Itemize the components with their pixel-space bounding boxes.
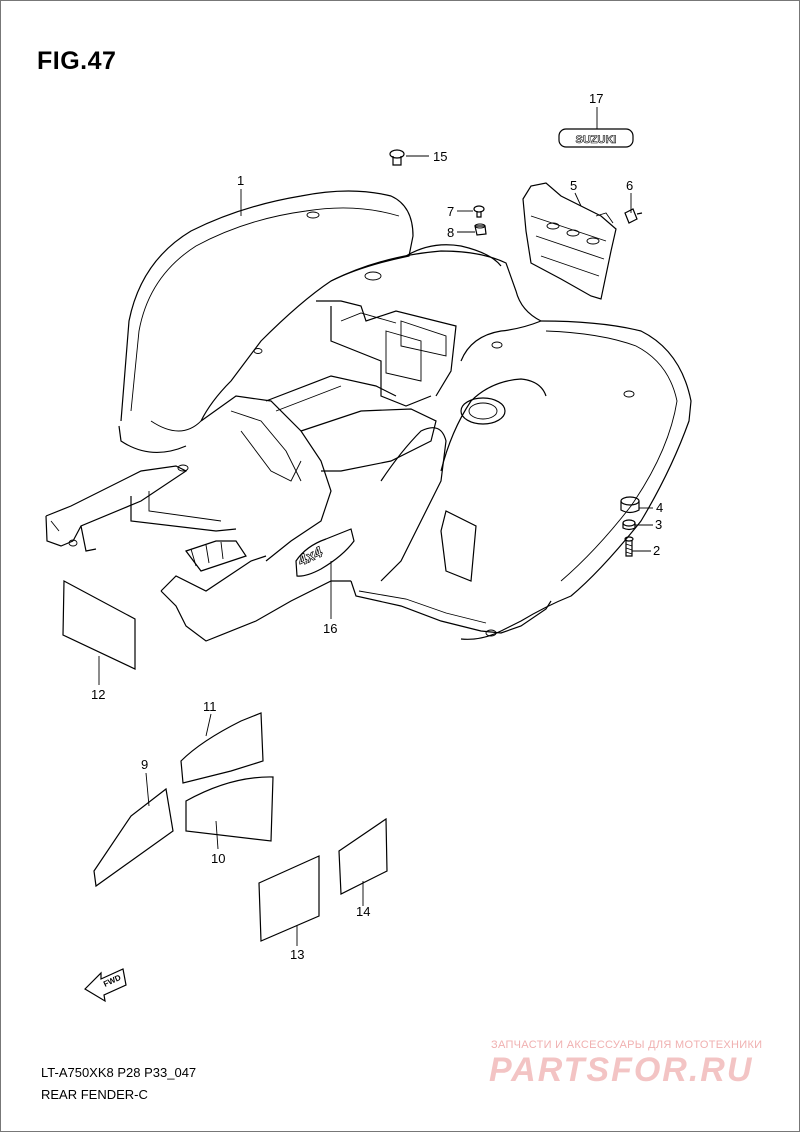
callout-1: 1 — [237, 173, 244, 188]
callout-14: 14 — [356, 904, 370, 919]
callout-17: 17 — [589, 91, 603, 106]
callout-7: 7 — [447, 204, 454, 219]
callout-3: 3 — [655, 517, 662, 532]
rear-fender-body: 4x4 — [45, 190, 692, 642]
section-name: REAR FENDER-C — [41, 1087, 148, 1102]
tail-light-bracket — [522, 182, 617, 300]
callout-11: 11 — [203, 699, 217, 714]
callout-4: 4 — [656, 500, 663, 515]
collar-3 — [622, 519, 636, 531]
callout-13: 13 — [290, 947, 304, 962]
model-code: LT-A750XK8 P28 P33_047 — [41, 1065, 197, 1080]
decal-13 — [258, 855, 320, 942]
watermark-logo: PARTSFOR.RU — [489, 1051, 754, 1089]
callout-2: 2 — [653, 543, 660, 558]
cushion-4 — [620, 496, 640, 514]
screw-15 — [389, 149, 405, 166]
callout-labels: 1 2 3 4 5 6 7 8 9 10 11 12 13 14 15 16 1… — [91, 91, 663, 962]
callout-12: 12 — [91, 687, 105, 702]
screw-7 — [473, 205, 485, 218]
bolt-2 — [624, 536, 634, 557]
decal-9 — [93, 787, 174, 888]
bolt-6 — [624, 208, 643, 224]
callout-9: 9 — [141, 757, 148, 772]
4x4-decal-text: 4x4 — [295, 543, 326, 570]
decal-14 — [338, 817, 388, 895]
nut-8 — [474, 223, 487, 236]
figure-title: FIG.47 — [37, 47, 117, 75]
decal-11 — [180, 712, 264, 784]
leader-lines — [98, 107, 653, 946]
4x4-decal-outline: 4x4 — [294, 528, 355, 577]
decal-12 — [62, 580, 136, 670]
callout-10: 10 — [211, 851, 225, 866]
suzuki-emblem: SUZUKI — [558, 128, 634, 148]
suzuki-emblem-text: SUZUKI — [576, 134, 617, 146]
callout-5: 5 — [570, 178, 577, 193]
fwd-arrow-icon: FWD — [84, 968, 127, 1003]
callout-6: 6 — [626, 178, 633, 193]
callout-8: 8 — [447, 225, 454, 240]
watermark-tagline: ЗАПЧАСТИ И АКСЕССУАРЫ ДЛЯ МОТОТЕХНИКИ — [491, 1039, 763, 1051]
decal-10 — [185, 776, 274, 842]
callout-15: 15 — [433, 149, 447, 164]
callout-16: 16 — [323, 621, 337, 636]
